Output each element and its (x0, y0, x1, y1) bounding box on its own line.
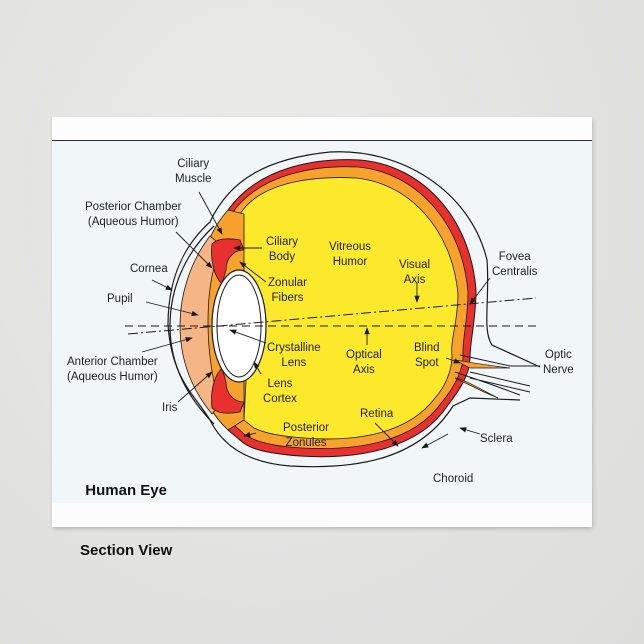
card-top-border (52, 117, 592, 141)
title-line-2: Section View (80, 542, 173, 559)
label-ciliary-body: Ciliary Body (266, 236, 298, 263)
label-choroid: Choroid (433, 473, 474, 485)
visual-axis-line (127, 297, 537, 335)
crystalline-lens (211, 269, 267, 383)
diagram-title: Human Eye Section View (80, 441, 172, 581)
label-ciliary-muscle: Ciliary Muscle (175, 158, 212, 185)
label-fovea-centralis: Fovea Centralis (492, 251, 538, 278)
label-anterior-chamber: Anterior Chamber (Aqueous Humor) (67, 356, 158, 383)
label-retina: Retina (360, 408, 394, 420)
sclera-outline (167, 151, 541, 468)
label-zonular-fibers: Zonular Fibers (268, 277, 307, 304)
label-optical-axis: Optical Axis (346, 349, 382, 376)
label-optic-nerve: Optic Nerve (543, 349, 574, 376)
optic-nerve (454, 354, 540, 396)
label-blind-spot: Blind Spot (414, 342, 440, 369)
title-line-1: Human Eye (85, 482, 167, 499)
label-visual-axis: Visual Axis (399, 259, 431, 286)
label-iris: Iris (162, 402, 178, 414)
label-vitreous-humor: Vitreous Humor (329, 241, 371, 268)
label-lens-cortex: Lens Cortex (263, 378, 297, 405)
label-posterior-chamber: Posterior Chamber (Aqueous Humor) (85, 201, 182, 228)
label-posterior-zonules: Posterior Zonules (283, 422, 330, 449)
card-bottom-border (52, 503, 592, 527)
vitreous-humor (239, 177, 459, 440)
label-pupil: Pupil (107, 293, 133, 305)
iris-lower (211, 367, 245, 414)
label-crystalline-lens: Crystalline Lens (267, 342, 321, 369)
label-sclera: Sclera (480, 433, 513, 445)
label-cornea: Cornea (130, 263, 168, 275)
